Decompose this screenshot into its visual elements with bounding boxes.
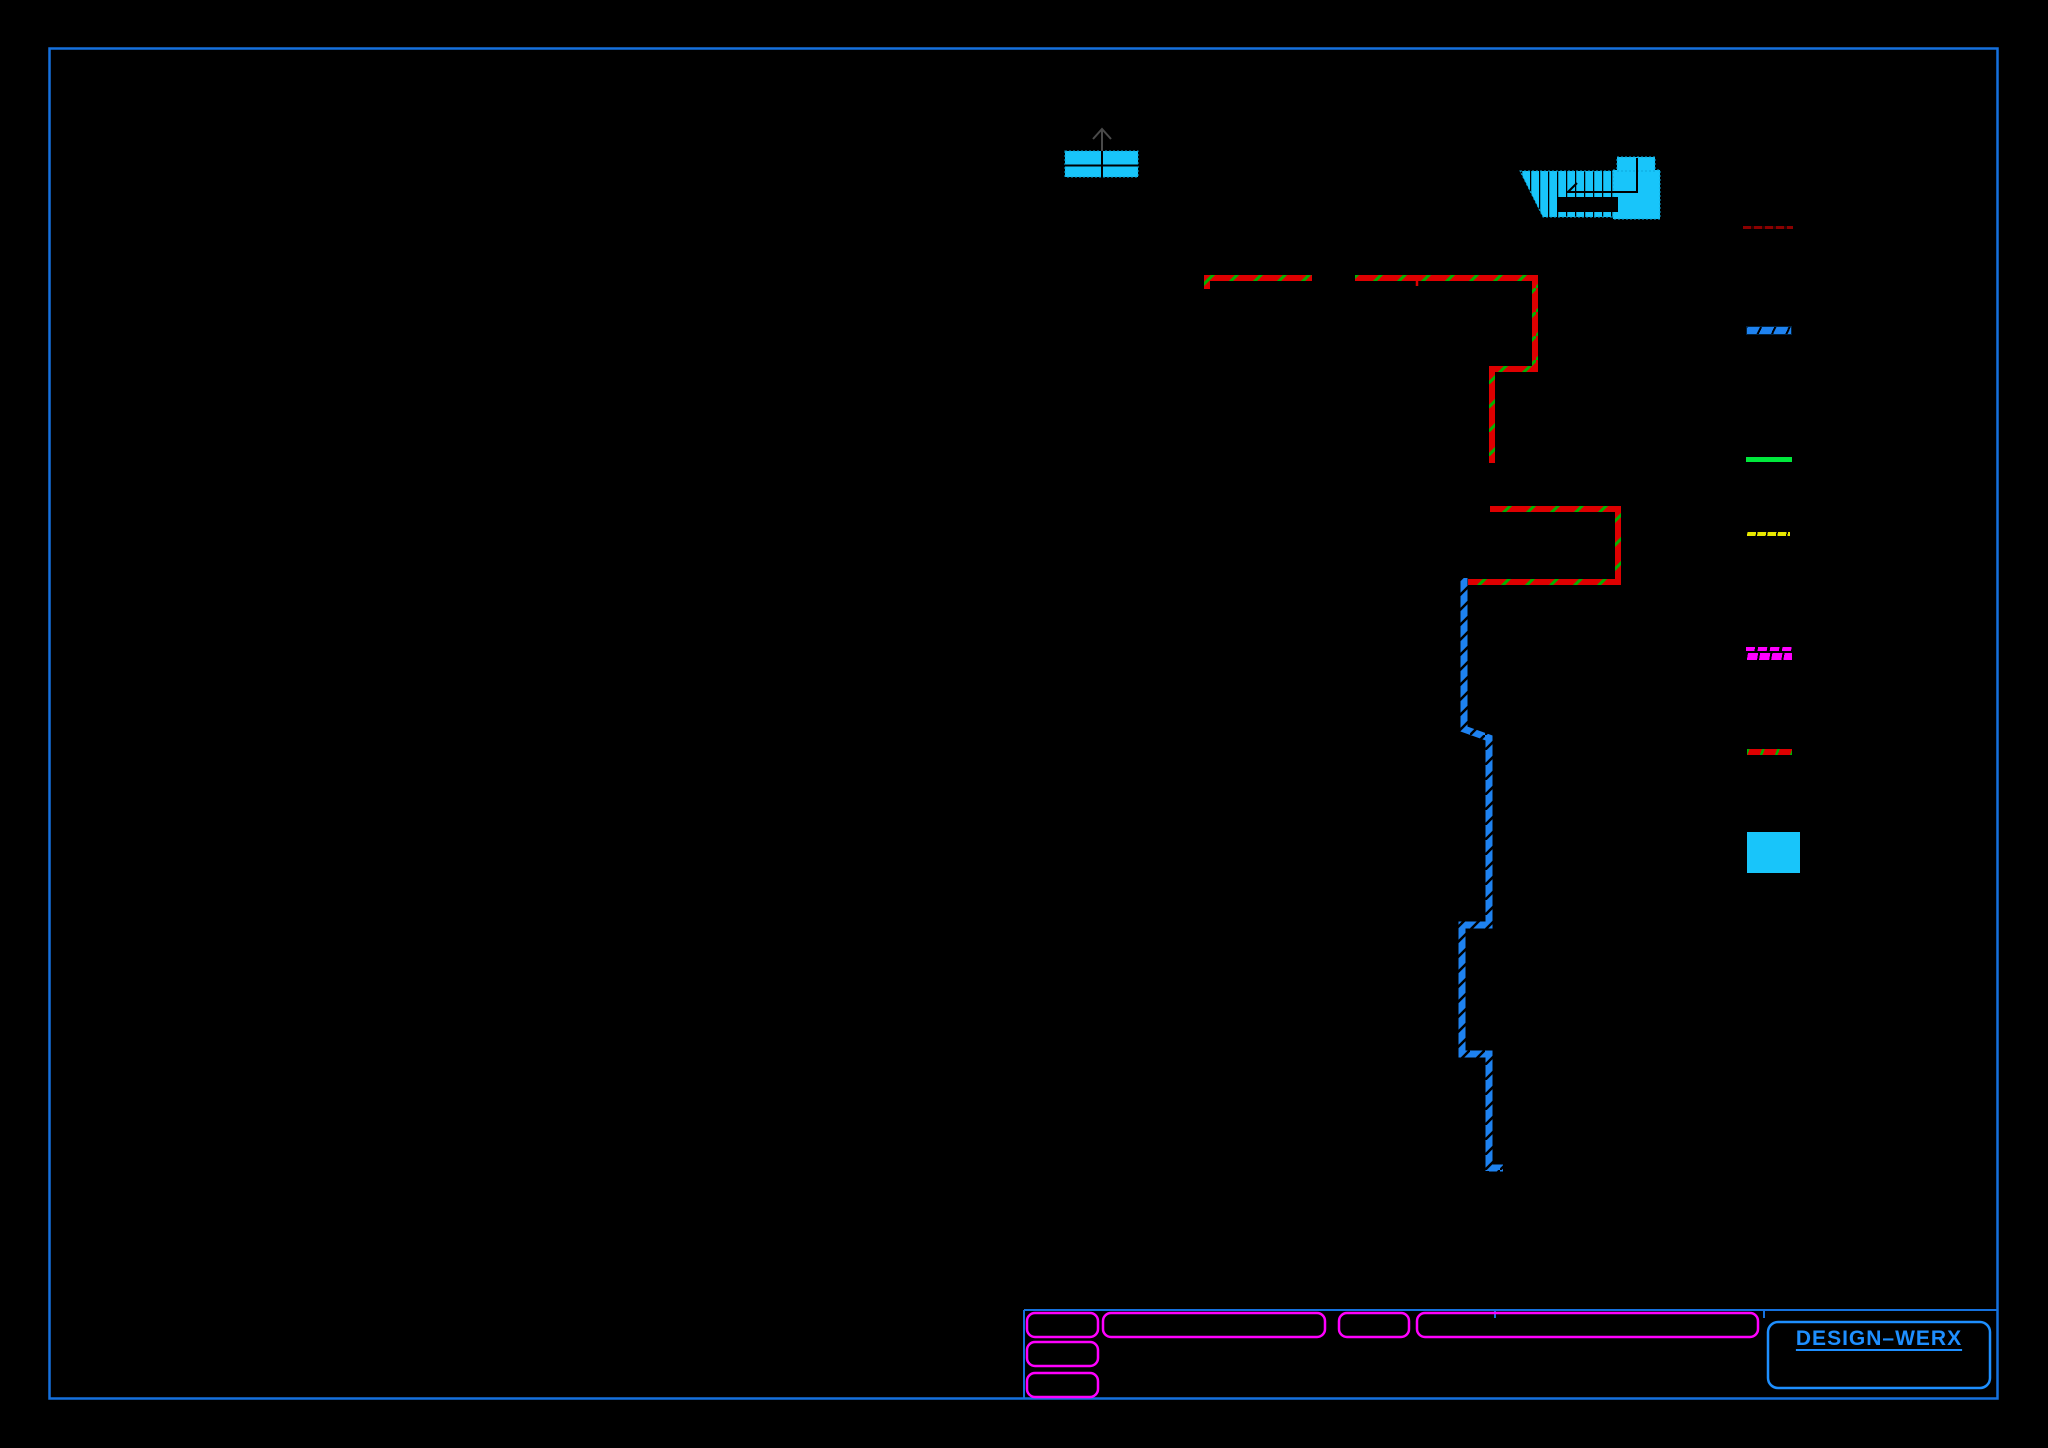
legend-swatch-blue-hatched (1746, 326, 1792, 335)
legend-swatch-cyan-filled (1747, 832, 1800, 873)
legend-swatch-magenta-hatched (1746, 647, 1792, 660)
logo-box (1766, 1320, 1992, 1390)
sheet-border-frame (48, 47, 1999, 1400)
title-block (1023, 1309, 1997, 1399)
red-wall-upper-left-segment (1204, 275, 1312, 289)
legend-swatch-magenta-band-bottom (1746, 653, 1792, 660)
logo-text: DESIGN–WERX (1795, 1327, 1963, 1350)
field-box-6 (1025, 1371, 1100, 1399)
red-wall-lower (1468, 506, 1621, 585)
legend-swatch-green-solid (1746, 457, 1792, 462)
up-arrow-icon (1092, 127, 1112, 140)
cyan-plan-shape-large (1519, 156, 1661, 220)
legend-swatch-dashed-darkred (1743, 226, 1793, 229)
blue-wall (1458, 578, 1493, 1171)
field-box-5 (1025, 1340, 1100, 1368)
field-box-4 (1415, 1311, 1760, 1339)
red-wall-upper-right-segment (1355, 275, 1538, 463)
black-outline-line (1567, 158, 1638, 193)
field-box-2 (1101, 1311, 1327, 1339)
legend-swatch-yellow-hatched (1746, 532, 1790, 536)
black-diagonal-line (1567, 182, 1578, 193)
legend-swatch-magenta-band-top (1746, 647, 1792, 651)
field-box-3 (1337, 1311, 1411, 1339)
field-box-1 (1025, 1311, 1100, 1339)
black-cutout (1557, 197, 1618, 212)
legend-swatch-red-green-hatched (1747, 749, 1792, 755)
cyan-plan-shape-small (1064, 127, 1139, 178)
